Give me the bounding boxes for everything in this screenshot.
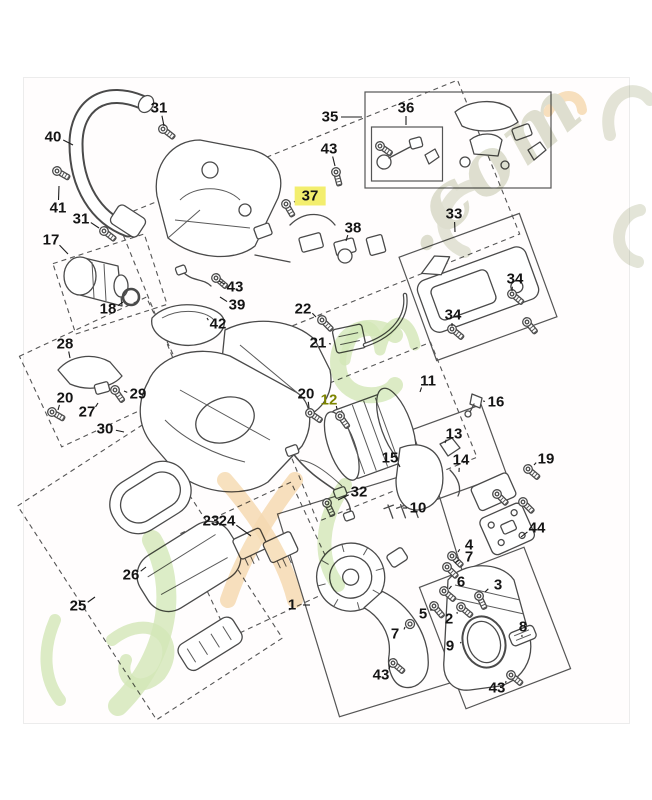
part-label-31[interactable]: 31 [72,210,90,228]
part-label-17[interactable]: 17 [42,231,60,249]
part-label-12[interactable]: 12 [320,391,338,409]
part-label-42[interactable]: 42 [209,315,227,333]
part-label-40[interactable]: 40 [44,128,62,146]
part-label-11[interactable]: 11 [420,372,436,390]
part-label-43[interactable]: 43 [320,140,338,158]
part-label-20[interactable]: 20 [297,385,315,403]
part-label-29[interactable]: 29 [129,385,147,403]
part-label-44[interactable]: 44 [528,519,546,537]
part-label-7[interactable]: 7 [464,548,474,566]
part-label-36[interactable]: 36 [397,99,415,117]
part-label-2[interactable]: 2 [444,610,454,628]
part-label-39[interactable]: 39 [228,296,246,314]
part-label-5[interactable]: 5 [418,605,428,623]
part-label-25[interactable]: 25 [69,597,87,615]
part-label-3[interactable]: 3 [493,576,503,594]
part-label-9[interactable]: 9 [445,637,455,655]
part-label-27[interactable]: 27 [78,403,96,421]
part-label-22[interactable]: 22 [294,300,312,318]
part-label-35[interactable]: 35 [321,108,339,126]
part-label-23[interactable]: 23 [202,512,220,530]
part-label-10[interactable]: 10 [409,499,427,517]
part-label-32[interactable]: 32 [350,483,368,501]
part-label-43[interactable]: 43 [372,666,390,684]
part-label-19[interactable]: 19 [537,450,555,468]
part-label-13[interactable]: 13 [445,425,463,443]
part-label-43[interactable]: 43 [488,679,506,697]
part-label-31[interactable]: 31 [150,99,168,117]
part-label-26[interactable]: 26 [122,566,140,584]
part-label-41[interactable]: 41 [49,199,67,217]
part-label-24[interactable]: 24 [218,512,236,530]
part-label-34[interactable]: 34 [444,306,462,324]
part-label-15[interactable]: 15 [381,449,399,467]
part-label-34[interactable]: 34 [506,270,524,288]
part-label-1[interactable]: 1 [287,596,297,614]
part-label-38[interactable]: 38 [344,219,362,237]
part-label-37[interactable]: 37 [294,186,326,206]
part-label-33[interactable]: 33 [445,205,463,223]
part-label-21[interactable]: 21 [309,334,327,352]
part-label-30[interactable]: 30 [96,420,114,438]
part-label-6[interactable]: 6 [456,573,466,591]
part-label-4[interactable]: 4 [464,536,474,554]
part-label-43[interactable]: 43 [226,278,244,296]
part-label-14[interactable]: 14 [452,451,470,469]
part-label-20[interactable]: 20 [56,389,74,407]
part-label-7[interactable]: 7 [390,625,400,643]
part-label-16[interactable]: 16 [487,393,505,411]
part-label-28[interactable]: 28 [56,335,74,353]
part-label-8[interactable]: 8 [518,618,528,636]
part-label-18[interactable]: 18 [99,300,117,318]
